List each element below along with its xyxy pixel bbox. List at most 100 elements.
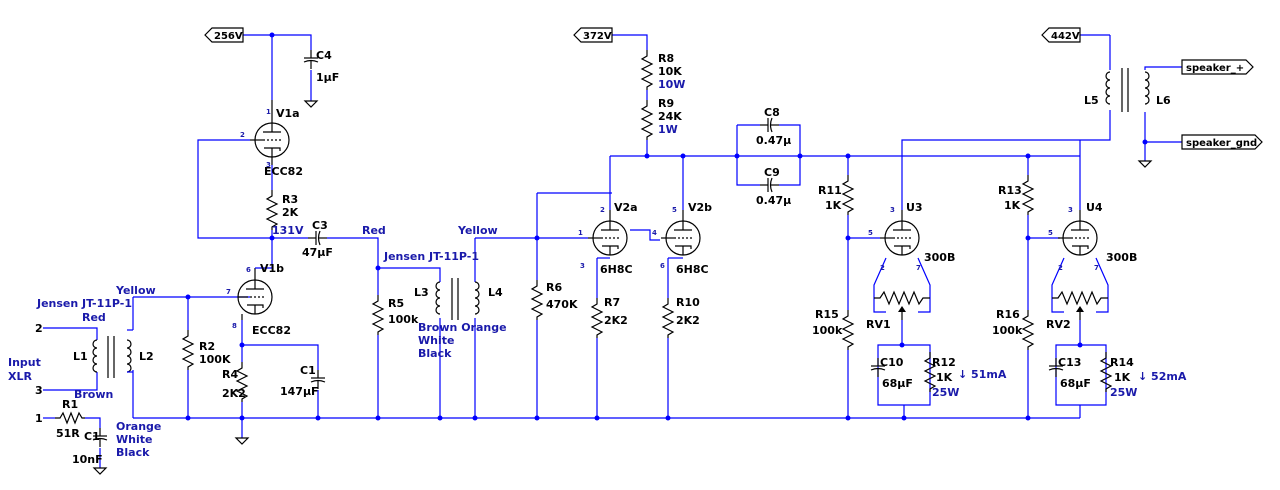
capacitor-c4: C4 1µF — [303, 49, 339, 84]
svg-text:25W: 25W — [1110, 386, 1137, 399]
transformer1-brown: Brown — [74, 388, 113, 401]
svg-text:C9: C9 — [764, 166, 780, 179]
transformer2-black: Black — [418, 347, 452, 360]
resistor-r13: R13 1K — [998, 174, 1034, 216]
capacitor-c8: C8 0.47µ — [756, 106, 791, 147]
rail-256v-label: 256V — [214, 31, 243, 42]
transformer1-orange: Orange — [116, 420, 161, 433]
svg-text:2K2: 2K2 — [222, 387, 246, 400]
svg-text:R1: R1 — [62, 398, 78, 411]
junction-dots — [185, 32, 1148, 421]
svg-text:5: 5 — [868, 229, 873, 237]
svg-text:R8: R8 — [658, 52, 674, 65]
svg-text:2: 2 — [1058, 264, 1063, 272]
svg-text:2: 2 — [600, 206, 605, 214]
capacitor-c10: C10 68µF — [870, 356, 913, 390]
transformer2-label: Jensen JT-11P-1 — [383, 250, 479, 263]
tube-v2b: 546 V2b 6H8C — [652, 201, 712, 276]
resistor-r7: R7 2K2 — [591, 296, 628, 339]
speaker-plus-port: speaker_+ — [1181, 59, 1254, 75]
svg-text:6: 6 — [660, 262, 665, 270]
svg-text:1K: 1K — [825, 199, 842, 212]
input-subtitle: XLR — [8, 370, 32, 383]
svg-text:24K: 24K — [658, 110, 682, 123]
resistor-r10: R10 2K2 — [662, 296, 700, 339]
svg-text:100k: 100k — [992, 324, 1023, 337]
svg-text:100k: 100k — [812, 324, 843, 337]
svg-text:R14: R14 — [1110, 356, 1134, 369]
speaker-plus-label: speaker_+ — [1186, 63, 1244, 74]
input-pin2: 2 — [35, 322, 43, 335]
svg-text:R15: R15 — [815, 308, 839, 321]
resistor-r2: R2 100K — [182, 329, 231, 371]
svg-text:25W: 25W — [932, 386, 959, 399]
svg-text:C1: C1 — [84, 430, 100, 443]
svg-text:47µF: 47µF — [302, 246, 333, 259]
svg-text:C8: C8 — [764, 106, 780, 119]
transformer2-yellow: Yellow — [457, 224, 498, 237]
tube-u3-name: U3 — [906, 201, 923, 214]
svg-text:1K: 1K — [1004, 199, 1021, 212]
resistor-r8: R8 10K 10W — [641, 49, 685, 91]
svg-text:7: 7 — [1094, 264, 1099, 272]
tube-v1b: 678 V1b ECC82 — [226, 262, 291, 337]
speaker-gnd-port: speaker_gnd — [1181, 134, 1263, 150]
tube-v1b-type: ECC82 — [252, 324, 291, 337]
svg-text:10nF: 10nF — [72, 453, 103, 466]
svg-text:1K: 1K — [936, 371, 953, 384]
resistor-r14: R14 1K 25W — [1100, 351, 1137, 399]
transformer2-brown-orange: Brown Orange — [418, 321, 507, 334]
svg-text:C4: C4 — [316, 49, 332, 62]
svg-text:7: 7 — [226, 288, 231, 296]
tube-v2b-type: 6H8C — [676, 263, 709, 276]
svg-text:0.47µ: 0.47µ — [756, 194, 791, 207]
svg-text:10K: 10K — [658, 65, 682, 78]
svg-text:1: 1 — [266, 108, 271, 116]
interstage-transformer: L3 L4 — [414, 278, 503, 320]
svg-text:7: 7 — [916, 264, 921, 272]
svg-text:R10: R10 — [676, 296, 700, 309]
svg-text:2K2: 2K2 — [676, 314, 700, 327]
resistor-r16: R16 100k — [992, 308, 1034, 351]
output-transformer: L5 L6 — [1084, 68, 1171, 112]
svg-text:5: 5 — [672, 206, 677, 214]
resistor-r11: R11 1K — [818, 174, 854, 216]
resistor-r1: R1 51R — [55, 398, 85, 440]
svg-text:1µF: 1µF — [316, 71, 339, 84]
inductor-l6-label: L6 — [1156, 94, 1171, 107]
tube-v2a-name: V2a — [614, 201, 638, 214]
transformer2-white: White — [418, 334, 454, 347]
inductor-l3-label: L3 — [414, 286, 429, 299]
svg-text:6: 6 — [246, 266, 251, 274]
svg-text:C10: C10 — [880, 356, 904, 369]
svg-text:2K: 2K — [282, 206, 299, 219]
svg-text:R11: R11 — [818, 184, 842, 197]
transformer1-white: White — [116, 433, 152, 446]
resistor-r5: R5 100k — [372, 294, 419, 336]
capacitor-c1-input: C1 10nF — [72, 427, 108, 466]
svg-text:10W: 10W — [658, 78, 685, 91]
svg-text:1: 1 — [578, 229, 583, 237]
inductor-l1-label: L1 — [73, 350, 88, 363]
svg-text:1W: 1W — [658, 123, 678, 136]
input-pin1: 1 — [35, 412, 43, 425]
svg-text:147µF: 147µF — [280, 385, 319, 398]
resistor-r3: R3 2K — [266, 189, 299, 231]
transformer2-red: Red — [362, 224, 386, 237]
tube-v1a-name: V1a — [276, 107, 300, 120]
resistor-r6: R6 470K — [531, 279, 578, 321]
tube-v1a-type: ECC82 — [264, 165, 303, 178]
svg-text:R7: R7 — [604, 296, 620, 309]
transformer1-yellow: Yellow — [115, 284, 156, 297]
svg-text:R6: R6 — [546, 281, 562, 294]
rail-256v-flag: 256V — [204, 27, 244, 43]
ground-icon — [1138, 154, 1152, 168]
svg-text:RV2: RV2 — [1046, 318, 1071, 331]
svg-text:100K: 100K — [199, 353, 231, 366]
input-title: Input — [8, 356, 41, 369]
svg-text:68µF: 68µF — [1060, 377, 1091, 390]
svg-text:R3: R3 — [282, 193, 298, 206]
resistor-r4: R4 2K2 — [222, 361, 248, 403]
